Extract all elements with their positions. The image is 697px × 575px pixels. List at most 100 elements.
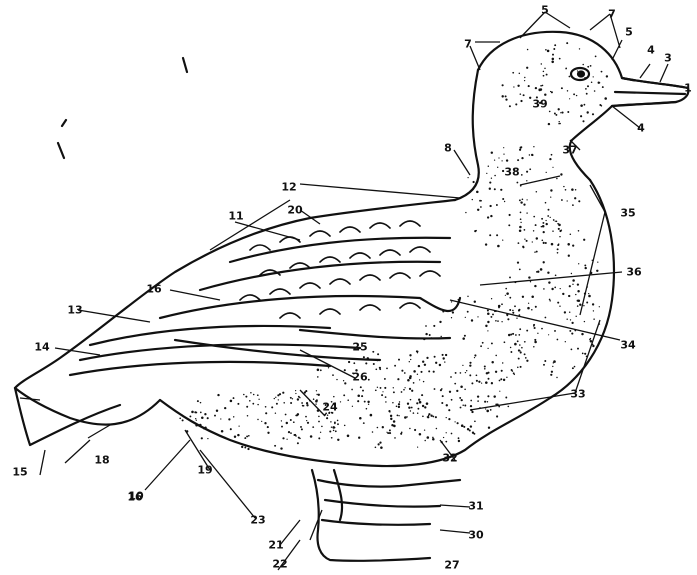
stipple-dot (384, 378, 386, 380)
stipple-dot (433, 325, 435, 327)
stipple-dot (221, 430, 224, 433)
stipple-dot (554, 113, 556, 115)
stipple-dot (565, 189, 567, 191)
stipple-dot (473, 433, 475, 435)
stipple-dot (491, 342, 493, 344)
stipple-dot (424, 364, 426, 366)
stipple-dot (487, 309, 489, 311)
stipple-dot (195, 418, 196, 419)
stipple-dot (421, 394, 423, 396)
stipple-dot (279, 393, 281, 395)
stipple-dot (487, 312, 490, 315)
stipple-dot (380, 387, 382, 389)
label-25: 25 (352, 342, 367, 353)
stipple-dot (330, 421, 331, 422)
stipple-dot (379, 441, 381, 443)
stipple-dot (358, 437, 360, 439)
stipple-dot (489, 182, 491, 184)
stipple-dot (494, 159, 495, 160)
stipple-dot (464, 389, 466, 391)
stipple-dot (592, 113, 594, 115)
stipple-dot (546, 223, 548, 225)
stipple-dot (394, 437, 396, 439)
leader-lines (20, 12, 668, 570)
stipple-dot (491, 178, 492, 179)
stipple-dot (521, 174, 523, 176)
stipple-dot (446, 404, 448, 406)
stipple-dot (520, 201, 522, 203)
stipple-dot (497, 245, 500, 248)
stipple-dot (569, 98, 570, 99)
stipple-dot (581, 333, 583, 335)
stipple-dot (450, 376, 452, 378)
stipple-dot (204, 427, 206, 429)
stipple-dot (541, 218, 543, 220)
stipple-dot (545, 202, 547, 204)
stipple-dot (486, 173, 487, 174)
stipple-dot (312, 426, 314, 428)
stipple-dot (519, 149, 521, 151)
stipple-dot (572, 204, 574, 206)
stipple-dot (528, 303, 529, 304)
stipple-dot (557, 248, 559, 250)
stipple-dot (448, 409, 450, 411)
stipple-dot (344, 382, 346, 384)
stipple-dot (503, 147, 504, 148)
stipple-dot (361, 395, 363, 397)
stipple-dot (584, 104, 586, 106)
stipple-dot (540, 88, 543, 91)
stipple-dot (201, 416, 204, 419)
label-22: 22 (272, 559, 287, 570)
stipple-dot (584, 77, 586, 79)
stipple-dot (520, 147, 522, 149)
stipple-dot (430, 415, 432, 417)
stipple-dot (509, 276, 511, 278)
stipple-dot (281, 420, 282, 421)
stipple-dot (430, 337, 432, 339)
bill-outline (612, 78, 688, 106)
label-37: 37 (562, 145, 577, 156)
stipple-dot (523, 94, 525, 96)
stipple-dot (365, 362, 367, 364)
stipple-dot (497, 167, 498, 168)
stipple-dot (526, 199, 527, 200)
stipple-dot (295, 435, 297, 437)
stipple-dot (524, 80, 525, 81)
stipple-dot (282, 437, 284, 439)
stipple-dot (418, 365, 420, 367)
tail-outline (15, 388, 160, 445)
stipple-dot (576, 95, 577, 96)
stipple-dot (436, 428, 438, 430)
stipple-dot (482, 342, 484, 344)
stipple-dot (493, 395, 495, 397)
stipple-dot (484, 368, 486, 370)
stipple-dot (476, 380, 478, 382)
stipple-dot (570, 234, 572, 236)
stipple-dot (514, 343, 517, 346)
label-34: 34 (620, 340, 635, 351)
stipple-dot (577, 305, 579, 307)
stipple-dot (367, 357, 369, 359)
stipple-dot (491, 361, 493, 363)
stipple-dot (290, 402, 292, 404)
stipple-dot (604, 97, 607, 100)
stipple-dot (336, 379, 337, 380)
stipple-dot (417, 408, 419, 410)
stipple-dot (543, 231, 545, 233)
stipple-dot (571, 188, 574, 191)
stipple-dot (411, 390, 413, 392)
stipple-dot (419, 401, 422, 404)
stipple-dot (526, 240, 528, 242)
stipple-dot (476, 191, 479, 194)
stipple-dot (207, 438, 208, 439)
stipple-dot (375, 389, 377, 391)
stipple-dot (512, 72, 514, 74)
stipple-dot (585, 88, 587, 90)
stipple-dot (578, 300, 581, 303)
stipple-dot (388, 410, 390, 412)
stipple-dot (384, 387, 386, 389)
stipple-dot (574, 197, 576, 199)
stipple-dot (588, 295, 591, 298)
stipple-dot (559, 58, 561, 60)
